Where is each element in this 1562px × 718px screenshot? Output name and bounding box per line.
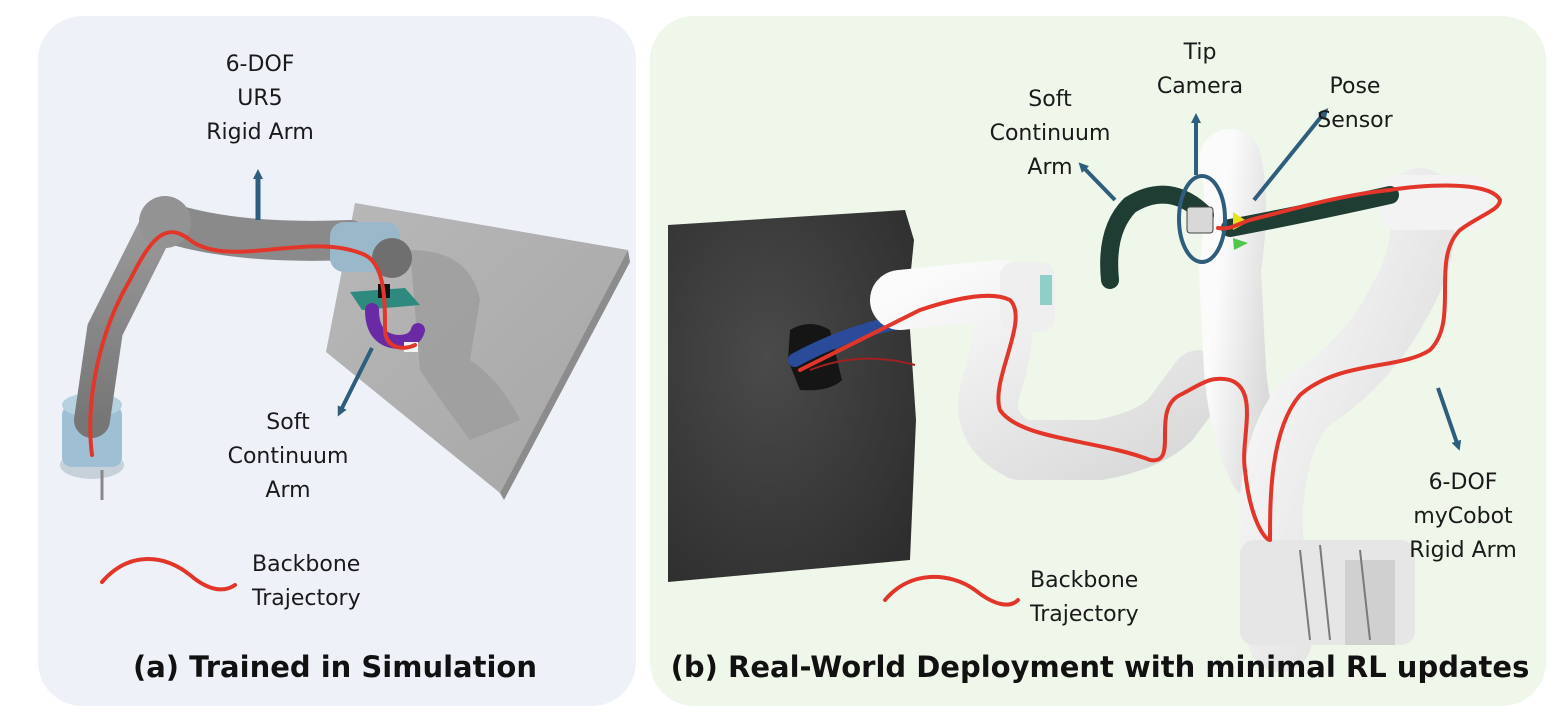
real-arm-right-base-inner	[1345, 560, 1395, 645]
foam-cable-wire	[809, 357, 916, 371]
real-arm-right-links	[1237, 168, 1455, 672]
real-legend-label: Backbone Trajectory	[1030, 568, 1139, 627]
sim-soft-arm-label: Soft Continuum Arm	[227, 410, 349, 503]
real-pose-sensor-arrow	[1252, 108, 1329, 202]
real-soft-arm-hose-2	[1221, 186, 1399, 237]
real-arm-right-cables	[1299, 544, 1371, 641]
real-soft-arm-label: Soft Continuum Arm	[989, 87, 1111, 180]
sim-rigid-arm-label: 6-DOF UR5 Rigid Arm	[206, 52, 314, 145]
real-world-scene	[668, 108, 1503, 672]
tip-camera-highlight	[1177, 174, 1227, 264]
real-soft-arm-arrow	[1078, 162, 1117, 202]
sim-wall-edge	[500, 250, 630, 500]
sim-soft-arm-arrow	[337, 347, 374, 417]
simulation-scene	[60, 169, 630, 592]
sim-joint-shoulder	[139, 196, 191, 248]
real-pose-sensor-marker-2	[1233, 238, 1248, 250]
caption-panel-b: (b) Real-World Deployment with minimal R…	[670, 650, 1530, 684]
foam-board	[668, 210, 916, 582]
real-arm-center-links	[1198, 129, 1291, 501]
real-soft-arm-hose	[1100, 185, 1214, 289]
real-backbone-trajectory	[798, 183, 1503, 542]
real-tip-camera-body	[1186, 206, 1214, 234]
sim-wall-shadow	[410, 250, 520, 440]
real-rigid-arm-label: 6-DOF myCobot Rigid Arm	[1409, 470, 1517, 563]
sim-soft-arm	[365, 303, 425, 350]
sim-backbone-trajectory	[88, 230, 417, 457]
real-arm-left-vent	[1040, 275, 1052, 305]
real-tip-camera-label: Tip Camera	[1156, 40, 1244, 99]
real-pose-sensor-label: Pose Sensor	[1317, 74, 1393, 133]
real-legend-squiggle	[883, 574, 1020, 607]
sim-legend-squiggle	[100, 557, 237, 592]
sim-joint-wrist	[372, 238, 412, 278]
sim-arm-link-1	[74, 202, 178, 438]
caption-panel-a: (a) Trained in Simulation	[132, 650, 537, 684]
real-rigid-arm-arrow	[1436, 387, 1462, 451]
sim-legend-label: Backbone Trajectory	[252, 552, 361, 611]
